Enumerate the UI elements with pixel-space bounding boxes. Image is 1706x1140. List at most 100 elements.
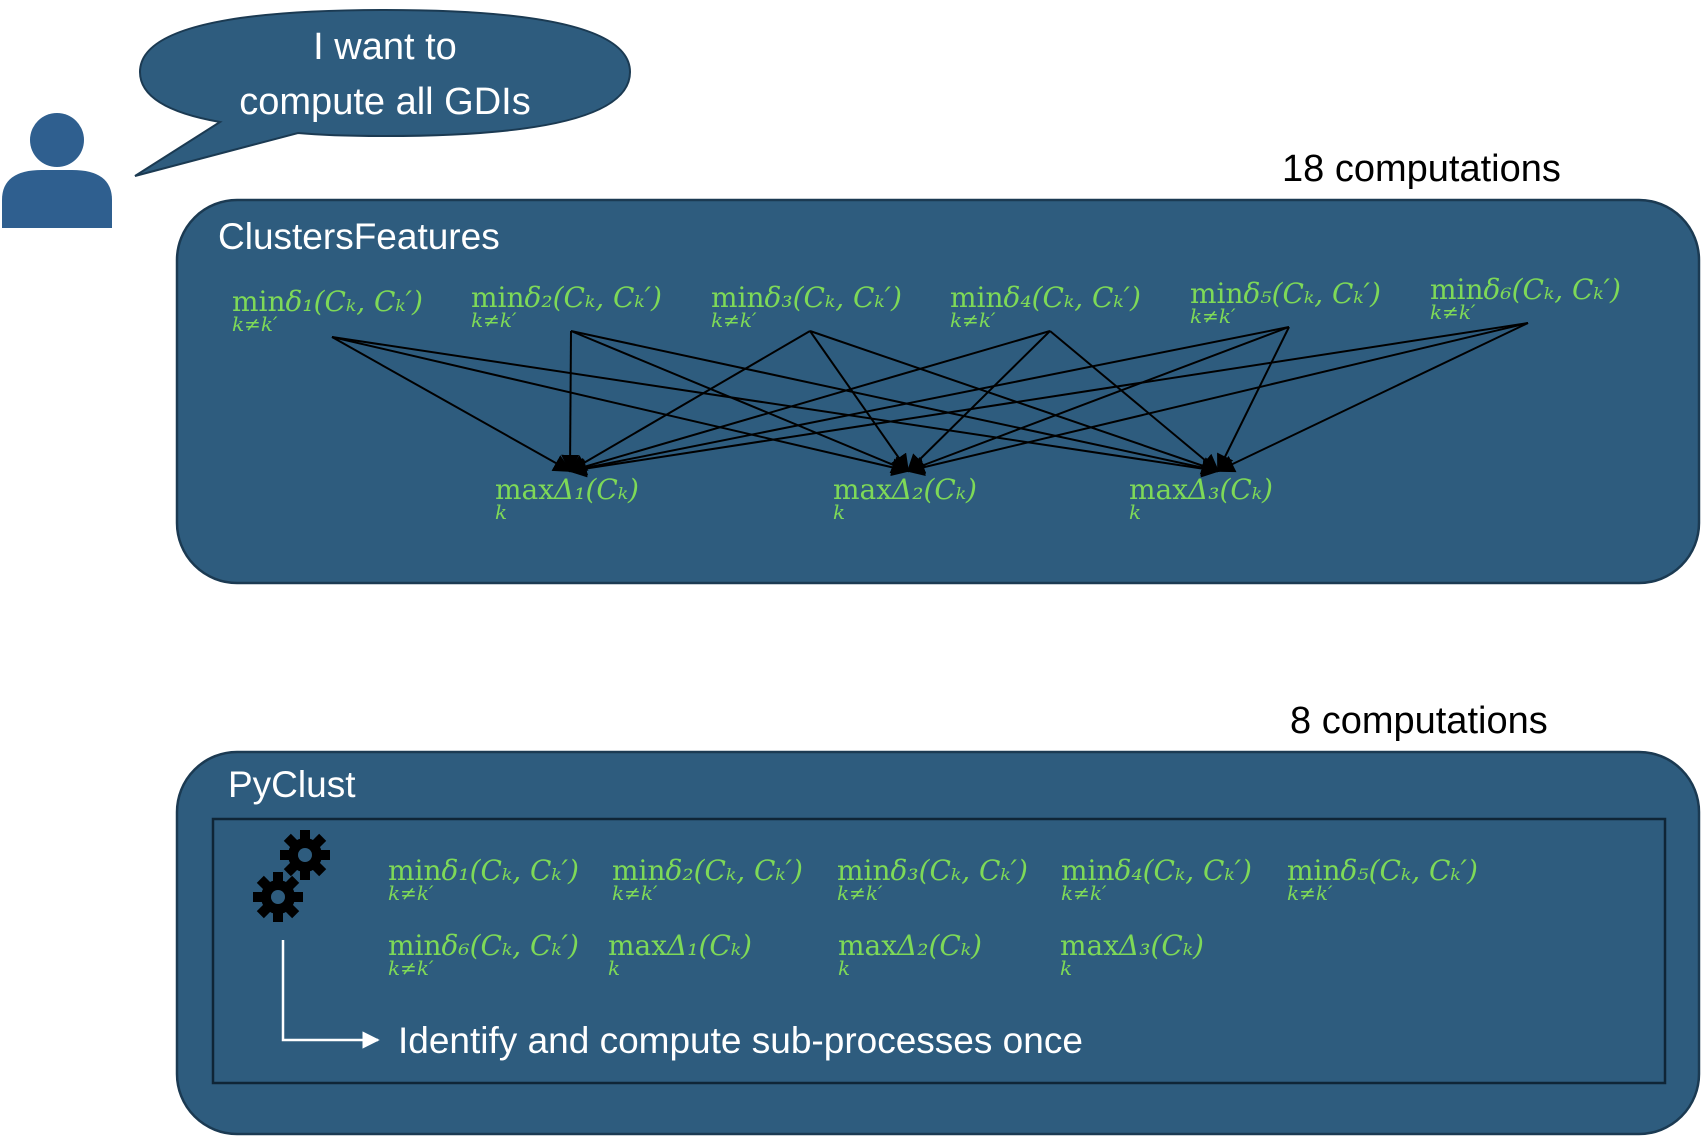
operator-subscript: k≠k′ [471, 308, 517, 332]
formula-body: δ₄(Cₖ, Cₖ′) [1003, 281, 1141, 314]
operator-subscript: k≠k′ [612, 881, 658, 905]
arrow-delta5-to-Delta3 [1217, 326, 1290, 473]
formula-body: Δ₃(Cₖ) [1188, 473, 1273, 506]
operator-subscript: k≠k′ [837, 881, 883, 905]
top-panel [175, 198, 1701, 585]
formula-body: Δ₁(Cₖ) [667, 929, 752, 962]
arrow-delta4-to-Delta3 [1049, 330, 1220, 473]
speech-line-2: compute all GDIs [239, 81, 531, 123]
arrow-delta3-to-Delta2 [809, 330, 910, 473]
operator-subscript: k≠k′ [950, 308, 996, 332]
top-computation-count: 18 computations [1282, 148, 1561, 190]
top-panel-title: ClustersFeatures [218, 216, 500, 257]
operator-subscript: k [838, 956, 851, 980]
dependency-arrows [331, 322, 1529, 478]
operator-subscript: k≠k′ [232, 312, 278, 336]
arrow-delta6-to-Delta3 [1216, 322, 1529, 473]
formula-body: Δ₂(Cₖ) [892, 473, 977, 506]
arrow-delta4-to-Delta1 [568, 330, 1051, 476]
formula-body: δ₅(Cₖ, Cₖ′) [1243, 277, 1381, 310]
arrow-right-icon [281, 940, 380, 1049]
arrow-delta5-to-Delta1 [568, 326, 1290, 477]
arrow-delta2-to-Delta2 [570, 330, 910, 474]
operator-subscript: k≠k′ [388, 956, 434, 980]
formula-body: δ₂(Cₖ, Cₖ′) [524, 281, 662, 314]
user-icon [2, 113, 112, 228]
formula-body: Δ₁(Cₖ) [554, 473, 639, 506]
bottom-panel-title: PyClust [228, 764, 356, 805]
arrow-delta1-to-Delta1 [331, 336, 572, 472]
formula-body: δ₃(Cₖ, Cₖ′) [764, 281, 902, 314]
operator-subscript: k≠k′ [1430, 300, 1476, 324]
formula-body: δ₆(Cₖ, Cₖ′) [1483, 273, 1621, 306]
arrow-delta5-to-Delta2 [906, 326, 1290, 474]
operator-subscript: k [1129, 500, 1142, 524]
speech-text: I want to compute all GDIs [195, 20, 575, 130]
formula-body: Δ₂(Cₖ) [897, 929, 982, 962]
operator-subscript: k [833, 500, 846, 524]
arrow-delta2-to-Delta1 [561, 330, 580, 473]
operator-subscript: k≠k′ [388, 881, 434, 905]
speech-bubble [134, 8, 632, 177]
arrow-delta6-to-Delta2 [906, 322, 1529, 476]
arrow-delta2-to-Delta3 [570, 330, 1220, 477]
arrow-delta4-to-Delta2 [906, 330, 1051, 473]
operator-subscript: k≠k′ [1287, 881, 1333, 905]
operator-subscript: k≠k′ [1061, 881, 1107, 905]
arrow-delta6-to-Delta1 [568, 322, 1529, 478]
speech-line-1: I want to [313, 26, 457, 68]
bottom-computation-count: 8 computations [1290, 700, 1548, 742]
formula-body: δ₄(Cₖ, Cₖ′) [1114, 854, 1252, 887]
arrow-delta3-to-Delta3 [809, 330, 1220, 475]
operator-subscript: k [1060, 956, 1073, 980]
formula-body: δ₆(Cₖ, Cₖ′) [441, 929, 579, 962]
bottom-inner-frame [211, 817, 1667, 1085]
operator-subscript: k [608, 956, 621, 980]
formula-body: Δ₃(Cₖ) [1119, 929, 1204, 962]
operator-subscript: k≠k′ [1190, 304, 1236, 328]
formula-body: δ₃(Cₖ, Cₖ′) [890, 854, 1028, 887]
formula-body: δ₁(Cₖ, Cₖ′) [441, 854, 579, 887]
bottom-panel-note: Identify and compute sub-processes once [398, 1020, 1083, 1061]
formula-body: δ₂(Cₖ, Cₖ′) [665, 854, 803, 887]
bottom-panel [175, 750, 1701, 1136]
formula-body: δ₁(Cₖ, Cₖ′) [285, 285, 423, 318]
arrow-delta1-to-Delta2 [331, 336, 910, 477]
arrow-delta1-to-Delta3 [331, 336, 1220, 478]
